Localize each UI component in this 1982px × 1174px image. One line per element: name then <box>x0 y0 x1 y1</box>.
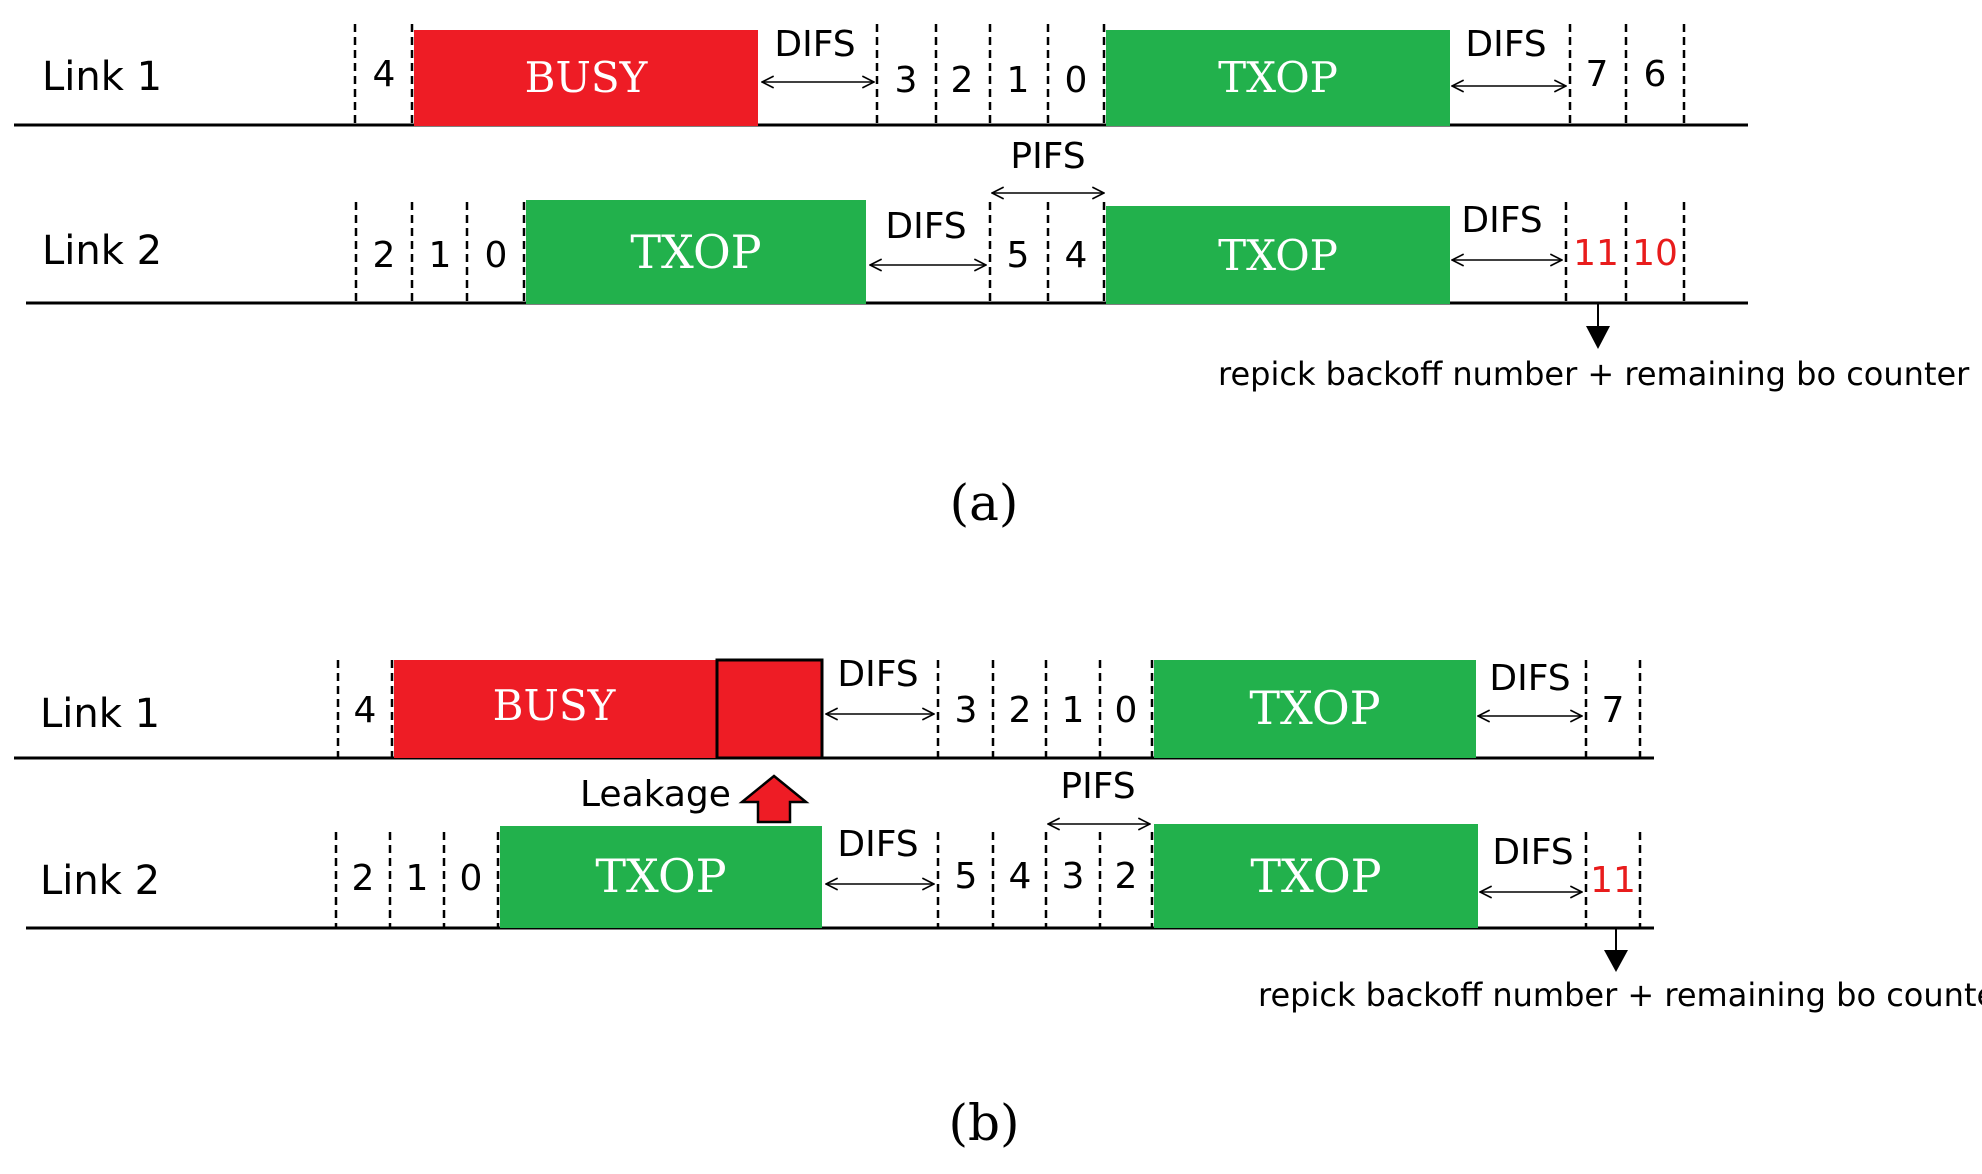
panel-a-link1-busy-label: BUSY <box>525 53 649 102</box>
panel-b-link2-txop1-block <box>500 826 822 928</box>
panel-a-link2-label: Link 2 <box>42 228 162 274</box>
panel-b-leakage-annotation: Leakage <box>580 774 810 824</box>
panel-b-link1-txop-label: TXOP <box>1249 681 1380 735</box>
panel-b-link1-counter-3: 3 <box>955 690 978 731</box>
panel-b-link2-counter-0: 0 <box>460 858 483 899</box>
panel-a-link1-pre-counter: 4 <box>373 54 396 95</box>
panel-b-down-arrow-icon <box>1604 928 1628 972</box>
panel-b-link1-difs2-label: DIFS <box>1489 658 1570 699</box>
panel-a-link2-counter-11: 11 <box>1573 233 1619 274</box>
panel-b-link2-counter-2: 2 <box>352 858 375 899</box>
panel-a-link1-counter-7: 7 <box>1586 54 1609 95</box>
panel-b-link2-counter-5: 5 <box>955 856 978 897</box>
panel-b-link2-counter-3: 3 <box>1062 856 1085 897</box>
panel-b-link2-txop2-label: TXOP <box>1250 849 1381 903</box>
panel-a-link2-txop1-label: TXOP <box>630 225 761 279</box>
panel-a-link1-slot-dividers <box>353 24 1686 125</box>
panel-b-leakage-label: Leakage <box>580 774 731 815</box>
panel-a-link2-difs2-label: DIFS <box>1461 200 1542 241</box>
panel-b: Link 1 BUSY TXOP 4 DIFS 3 2 1 0 DIFS 7 <box>14 654 1982 1152</box>
panel-b-link1-busy-label: BUSY <box>493 681 617 730</box>
panel-a-link2-txop1-block <box>526 200 866 304</box>
panel-a-link2-counter-0: 0 <box>485 235 508 276</box>
panel-a-link2-txop2-label: TXOP <box>1218 231 1338 280</box>
panel-b-link1-txop-block <box>1154 660 1476 758</box>
panel-b-link2-difs1-label: DIFS <box>837 824 918 865</box>
panel-a-link1-counter-1: 1 <box>1007 60 1030 101</box>
panel-b-link2-counter-1: 1 <box>406 858 429 899</box>
panel-b-link2-difs2-label: DIFS <box>1492 832 1573 873</box>
panel-a-link2-slot-dividers <box>354 202 1686 303</box>
panel-b-link1-difs1-label: DIFS <box>837 654 918 695</box>
panel-b-link2-pifs-label: PIFS <box>1060 766 1135 807</box>
panel-b-link2-counter-2b: 2 <box>1115 856 1138 897</box>
panel-a-link1-txop-block <box>1106 30 1450 126</box>
panel-a-link1-counter-6: 6 <box>1644 54 1667 95</box>
panel-b-link1-label: Link 1 <box>40 691 160 737</box>
panel-b-link2-label: Link 2 <box>40 858 160 904</box>
panel-a-caption: (a) <box>950 474 1019 532</box>
panel-b-link2-counter-4: 4 <box>1009 856 1032 897</box>
panel-a-link2-row: Link 2 TXOP TXOP 2 1 0 DIFS PIFS 5 4 DIF… <box>26 136 1970 393</box>
panel-b-link2-txop1-label: TXOP <box>595 849 726 903</box>
panel-a-link1-busy-block <box>414 30 758 126</box>
panel-b-link2-counter-11: 11 <box>1590 860 1636 901</box>
panel-b-link1-row: Link 1 BUSY TXOP 4 DIFS 3 2 1 0 DIFS 7 <box>14 654 1654 760</box>
panel-a-link2-counter-1: 1 <box>429 235 452 276</box>
panel-a-link2-pifs-label: PIFS <box>1010 136 1085 177</box>
panel-a-link1-row: Link 1 BUSY TXOP 4 DIFS 3 2 1 0 DIFS 7 6 <box>14 24 1748 127</box>
panel-b-link2-slot-dividers <box>334 832 1642 928</box>
panel-a-link1-difs1-label: DIFS <box>774 24 855 65</box>
panel-b-link1-slot-dividers <box>336 660 1642 758</box>
panel-a-link2-counter-5: 5 <box>1007 235 1030 276</box>
panel-a-link1-counter-3: 3 <box>895 60 918 101</box>
panel-b-link1-pre-counter: 4 <box>354 690 377 731</box>
leakage-up-arrow-icon <box>738 774 810 824</box>
panel-a-link2-counter-4: 4 <box>1065 235 1088 276</box>
panel-b-note: repick backoff number + remaining bo cou… <box>1258 976 1982 1014</box>
panel-a: Link 1 BUSY TXOP 4 DIFS 3 2 1 0 DIFS 7 6 <box>14 24 1970 532</box>
panel-a-link1-txop-label: TXOP <box>1218 53 1338 102</box>
panel-b-link1-counter-2: 2 <box>1009 690 1032 731</box>
panel-b-link1-busy-block <box>394 660 822 758</box>
panel-b-link1-counter-7: 7 <box>1602 690 1625 731</box>
panel-a-link1-counter-2: 2 <box>951 60 974 101</box>
panel-b-link1-leakage-block <box>715 658 824 760</box>
panel-a-link2-txop2-block <box>1106 206 1450 304</box>
panel-a-link1-difs2-label: DIFS <box>1465 24 1546 65</box>
panel-b-link2-row: Link 2 TXOP TXOP 2 1 0 DIFS PIFS 5 4 <box>26 766 1982 1014</box>
panel-a-down-arrow-icon <box>1586 303 1610 349</box>
panel-b-caption: (b) <box>948 1094 1019 1152</box>
panel-a-link1-label: Link 1 <box>42 54 162 100</box>
panel-a-link2-counter-10: 10 <box>1632 233 1678 274</box>
panel-b-link1-counter-0: 0 <box>1115 690 1138 731</box>
panel-a-link2-difs1-label: DIFS <box>885 206 966 247</box>
panel-a-link2-counter-2: 2 <box>373 235 396 276</box>
panel-b-link2-txop2-block <box>1154 824 1478 928</box>
panel-a-link1-counter-0: 0 <box>1065 60 1088 101</box>
panel-b-link1-counter-1: 1 <box>1062 690 1085 731</box>
panel-a-note: repick backoff number + remaining bo cou… <box>1218 355 1970 393</box>
